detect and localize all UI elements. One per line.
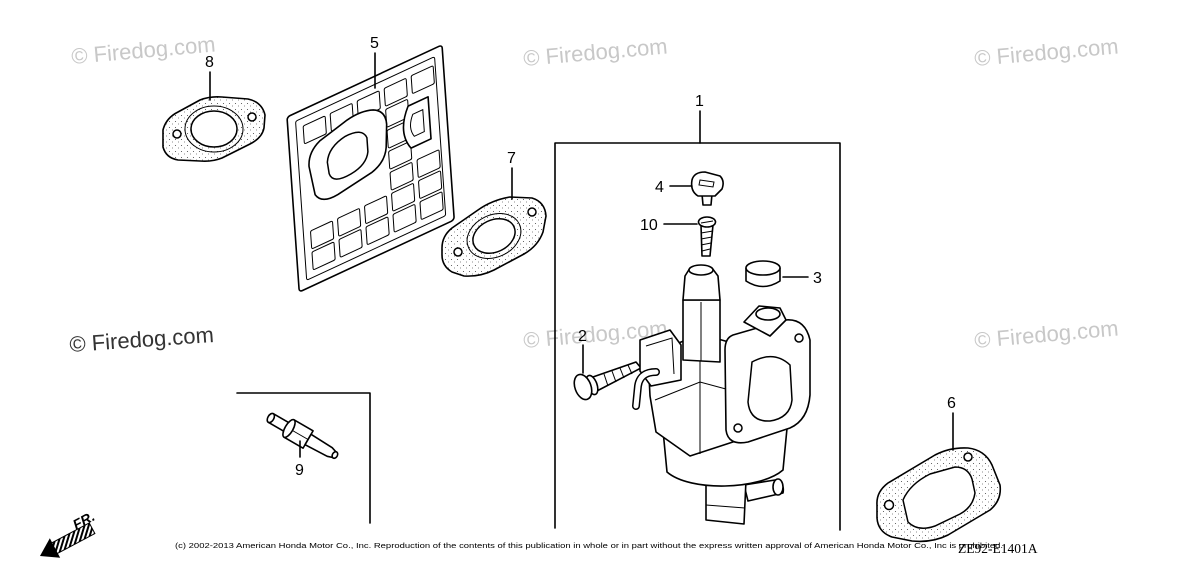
watermark-middle-left: © Firedog.com: [69, 322, 215, 357]
plate-grid-cell: [391, 183, 414, 211]
plate-grid-cell: [339, 229, 362, 257]
plate-grid-cell: [364, 196, 387, 224]
screw-10-head-slot: [700, 220, 714, 224]
screw-2-thread: [619, 367, 625, 379]
callout-5: 5: [370, 35, 379, 52]
gasket-8-bolt-hole: [172, 129, 182, 139]
screw-10-thread: [701, 248, 711, 252]
watermark-top-left: © Firedog.com: [70, 31, 216, 69]
fitting-9-tip-end: [266, 412, 276, 424]
gasket-8-bolt-hole: [247, 112, 257, 122]
screw-2-thread: [611, 370, 617, 383]
screw-2-thread: [627, 364, 633, 375]
plug-3-top: [745, 260, 781, 276]
part-4-cap: [690, 171, 724, 206]
screw-2-thread: [603, 373, 609, 387]
carb-fuel-inlet-tube: [633, 369, 659, 409]
carb-choke-bracket-edge: [645, 337, 675, 375]
plate-grid-cell: [310, 221, 333, 249]
plate-grid-cell: [384, 78, 407, 106]
copyright-notice: (c) 2002-2013 American Honda Motor Co., …: [175, 541, 1003, 550]
plate-5-gasket-seat-bore: [326, 127, 369, 185]
gasket-7-bolt-hole: [527, 207, 537, 217]
watermark-middle-right: © Firedog.com: [973, 315, 1119, 353]
callout-2: 2: [578, 328, 587, 345]
watermark-top-center: © Firedog.com: [522, 33, 668, 71]
plate-5-latch-tab: [402, 97, 431, 151]
carburetor-body: [632, 264, 811, 525]
gasket-6-bore: [902, 466, 976, 529]
callout-8: 8: [205, 54, 214, 71]
part-9-fitting: [266, 412, 339, 460]
callout-4: 4: [655, 179, 664, 196]
carb-top-fitting-cap: [688, 264, 714, 276]
front-arrow-head: [39, 538, 61, 558]
bracket-9: [236, 392, 371, 524]
callout-7: 7: [507, 150, 516, 167]
plate-5-inner-rim: [296, 57, 446, 281]
screw-2-head: [573, 373, 593, 401]
gasket-8-rim: [184, 105, 244, 153]
watermark-top-right: © Firedog.com: [973, 33, 1119, 71]
gasket-7-rim: [466, 213, 522, 259]
gasket-7-bore: [472, 218, 516, 254]
callout-6: 6: [947, 395, 956, 412]
plate-grid-cell: [393, 204, 416, 232]
gasket-6-bolt-hole: [963, 452, 973, 462]
gasket-7-bolt-hole: [453, 247, 463, 257]
callout-3: 3: [813, 270, 822, 287]
plate-grid-cell: [389, 141, 412, 169]
carb-drain-tube-seam: [705, 504, 746, 509]
screw-10-thread: [700, 236, 713, 240]
callout-9: 9: [295, 462, 304, 479]
plate-grid-cell: [418, 171, 441, 199]
gasket-8-bore: [190, 110, 238, 148]
part-10-screw: [697, 216, 717, 257]
carb-throttle-boss-cap: [755, 307, 781, 321]
cap-4-body: [690, 171, 724, 197]
plate-5-grid: [303, 66, 443, 270]
plate-grid-cell: [390, 162, 413, 190]
plate-grid-cell: [303, 116, 326, 144]
callout-1: 1: [695, 93, 704, 110]
assembly-box-1: [554, 142, 841, 531]
carb-drain-fitting-end: [772, 478, 784, 496]
part-6-gasket: [876, 447, 1002, 543]
part-2-screw: [573, 361, 642, 401]
front-direction-arrow: [39, 522, 96, 558]
cap-4-slot: [698, 179, 715, 188]
diagram-code: ZE92-E1401A: [958, 541, 1038, 556]
front-direction-label: FR.: [70, 508, 97, 533]
screw-10-shaft: [700, 224, 714, 257]
front-arrow-shaft: [49, 522, 96, 555]
screw-10-thread: [700, 230, 714, 234]
part-8-gasket: [162, 96, 266, 162]
plate-grid-cell: [366, 217, 389, 245]
plate-grid-cell: [411, 66, 434, 94]
fitting-9-barb-end: [331, 450, 339, 460]
plate-5-latch-tab-slot: [410, 110, 425, 138]
part-7-gasket: [441, 196, 547, 277]
callout-10: 10: [640, 217, 658, 234]
plate-grid-cell: [312, 242, 335, 270]
gasket-6-bolt-hole: [883, 499, 895, 511]
plate-grid-cell: [337, 208, 360, 236]
plate-grid-cell: [417, 150, 440, 178]
screw-10-thread: [700, 242, 712, 246]
plate-grid-cell: [420, 192, 443, 220]
carb-flange-bore: [747, 356, 793, 422]
carb-flange-bolt-hole: [794, 333, 804, 343]
part-5-air-cleaner-plate: [287, 45, 454, 292]
part-3-plug-cap: [745, 260, 781, 288]
carb-flange-bolt-hole: [733, 423, 743, 433]
fitting-9-hex-face: [282, 418, 296, 439]
